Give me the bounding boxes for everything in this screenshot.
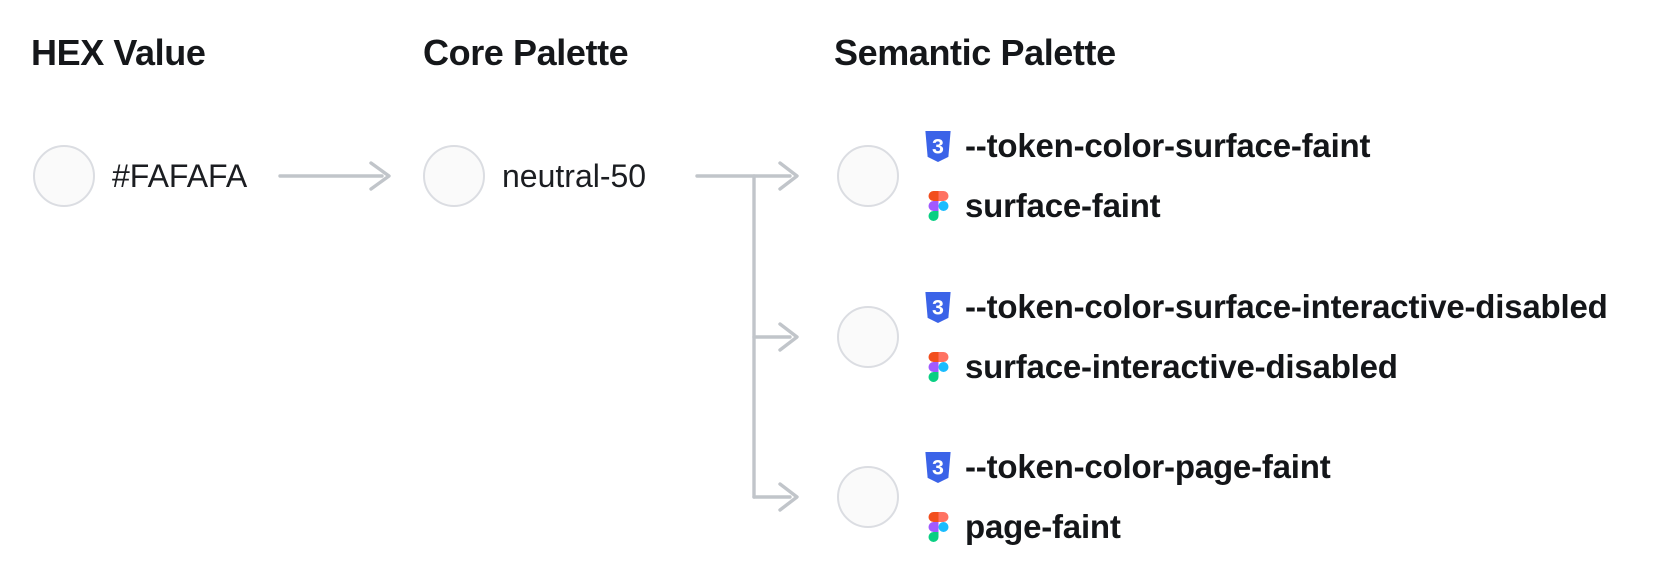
hex-value-node: #FAFAFA bbox=[33, 145, 247, 207]
css3-shield-icon: 3 bbox=[924, 130, 952, 162]
svg-text:3: 3 bbox=[932, 455, 944, 479]
css-variable-label: --token-color-surface-interactive-disabl… bbox=[965, 288, 1608, 325]
branch-connector-icon bbox=[695, 161, 799, 512]
css3-shield-icon: 3 bbox=[924, 451, 952, 483]
figma-logo-icon bbox=[924, 191, 952, 221]
css-variable-line: 3 --token-color-surface-faint bbox=[924, 121, 1370, 171]
semantic-token-row: 3 --token-color-page-faint page-faint bbox=[837, 442, 1331, 552]
css-variable-line: 3 --token-color-surface-interactive-disa… bbox=[924, 282, 1608, 332]
core-palette-node: neutral-50 bbox=[423, 145, 646, 207]
color-swatch bbox=[837, 145, 899, 207]
semantic-token-row: 3 --token-color-surface-interactive-disa… bbox=[837, 282, 1608, 392]
arrow-hex-to-core-icon bbox=[278, 161, 391, 191]
figma-style-line: surface-faint bbox=[924, 181, 1370, 231]
figma-style-label: surface-faint bbox=[965, 187, 1161, 224]
core-palette-label: neutral-50 bbox=[502, 157, 647, 194]
figma-logo-icon bbox=[924, 512, 952, 542]
color-swatch bbox=[837, 306, 899, 368]
svg-text:3: 3 bbox=[932, 295, 944, 319]
figma-style-label: surface-interactive-disabled bbox=[965, 348, 1398, 385]
figma-style-line: page-faint bbox=[924, 502, 1331, 552]
figma-logo-icon bbox=[924, 352, 952, 382]
column-heading-hex-value: HEX Value bbox=[31, 32, 206, 73]
column-heading-semantic-palette: Semantic Palette bbox=[834, 32, 1116, 73]
color-swatch bbox=[33, 145, 95, 207]
color-swatch bbox=[423, 145, 485, 207]
css3-shield-icon: 3 bbox=[924, 291, 952, 323]
hex-value-label: #FAFAFA bbox=[112, 157, 248, 194]
figma-style-line: surface-interactive-disabled bbox=[924, 342, 1608, 392]
figma-style-label: page-faint bbox=[965, 508, 1121, 545]
semantic-token-row: 3 --token-color-surface-faint surface-fa… bbox=[837, 121, 1370, 231]
svg-text:3: 3 bbox=[932, 134, 944, 158]
css-variable-label: --token-color-page-faint bbox=[965, 448, 1331, 485]
css-variable-label: --token-color-surface-faint bbox=[965, 127, 1371, 164]
column-heading-core-palette: Core Palette bbox=[423, 32, 629, 73]
color-swatch bbox=[837, 466, 899, 528]
css-variable-line: 3 --token-color-page-faint bbox=[924, 442, 1331, 492]
